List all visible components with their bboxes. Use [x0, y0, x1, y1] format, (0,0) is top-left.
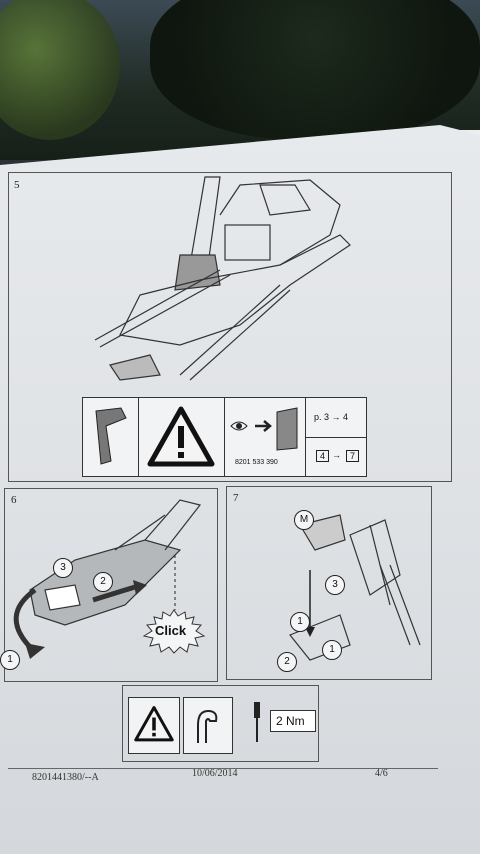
background-tree-right [150, 0, 480, 140]
footer-doc-id: 8201441380/--A [32, 772, 99, 783]
callout-m: M [294, 510, 314, 530]
callout-3: 3 [325, 575, 345, 595]
footer-date: 10/06/2014 [192, 768, 238, 779]
screwdriver-icon [254, 702, 260, 742]
page-jump-text: p. 3 → 4 [314, 412, 349, 422]
warning-box-bottom [128, 697, 180, 754]
instruction-sheet [0, 125, 480, 854]
callout-1: 1 [290, 612, 310, 632]
page-jump-box: p. 3 → 4 [305, 397, 367, 439]
arm-strength-icon [197, 709, 218, 743]
step-5-number: 5 [14, 179, 20, 191]
footer-rule [8, 768, 438, 769]
callout-1: 1 [322, 640, 342, 660]
step-6-panel: 6 [4, 488, 218, 682]
step-7-illustration [289, 514, 421, 661]
console-illustration [94, 176, 351, 381]
warning-triangle-icon [134, 706, 174, 742]
step-jump-arrow: → [332, 450, 341, 460]
arm-strength-box [183, 697, 233, 754]
torque-info-strip [122, 685, 319, 762]
callout-1: 1 [0, 650, 20, 670]
callout-2: 2 [93, 572, 113, 592]
step-jump-to: 7 [346, 450, 360, 462]
step-7-panel: 7 [226, 486, 432, 680]
torque-value: 2 Nm [276, 714, 305, 728]
step-5-panel: 5 [8, 172, 452, 482]
part-icon-box [82, 397, 139, 477]
callout-3: 3 [53, 558, 73, 578]
background-tree-left [0, 0, 120, 140]
reference-doc-box: 8201 533 390 [224, 397, 306, 477]
handle-part-icon [95, 407, 127, 465]
eye-arrow-doc-icon [230, 407, 298, 451]
step-6-number: 6 [11, 494, 17, 506]
callout-2: 2 [277, 652, 297, 672]
click-burst-icon [142, 609, 206, 654]
reference-number: 8201 533 390 [235, 459, 278, 466]
step-jump-box: 4 → 7 [305, 437, 367, 477]
torque-value-box: 2 Nm [270, 710, 316, 732]
warning-box [138, 397, 225, 477]
warning-triangle-icon [147, 406, 215, 467]
step-jump-from: 4 [316, 450, 330, 462]
footer-page: 4/6 [375, 768, 388, 779]
click-label: Click [155, 623, 187, 638]
step-7-number: 7 [233, 492, 239, 504]
